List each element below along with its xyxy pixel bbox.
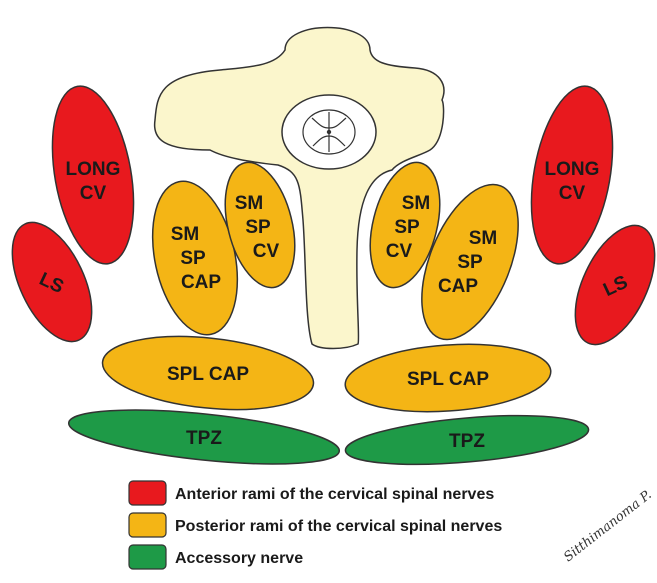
legend: Anterior rami of the cervical spinal ner…: [129, 481, 502, 569]
signature: Sitthimanoma P.: [561, 488, 654, 566]
long-cv-right-label-1: LONG: [545, 159, 600, 180]
long-cv-right-label-2: CV: [559, 183, 586, 204]
legend-label-posterior: Posterior rami of the cervical spinal ne…: [175, 518, 502, 535]
sm-sp-cv-left-label-1: SM: [235, 193, 264, 214]
long-cv-left-label-2: CV: [80, 183, 107, 204]
sm-sp-cv-left-label-3: CV: [253, 241, 280, 262]
tpz-left-label: TPZ: [186, 428, 222, 449]
sm-sp-cap-right-label-2: SP: [457, 252, 483, 273]
long-cv-left-label-1: LONG: [66, 159, 121, 180]
sm-sp-cv-right-label-2: SP: [394, 217, 420, 238]
tpz-right-label: TPZ: [449, 431, 485, 452]
legend-swatch-anterior: [129, 481, 166, 505]
spl-cap-left: SPL CAP: [99, 327, 317, 419]
spl-cap-right: SPL CAP: [343, 338, 553, 418]
legend-label-anterior: Anterior rami of the cervical spinal ner…: [175, 486, 494, 503]
spl-cap-right-label: SPL CAP: [407, 369, 489, 390]
spl-cap-left-label: SPL CAP: [167, 364, 249, 385]
sm-sp-cap-left-label-1: SM: [171, 224, 200, 245]
legend-label-accessory: Accessory nerve: [175, 550, 303, 567]
sm-sp-cap-left-label-2: SP: [180, 248, 206, 269]
tpz-left: TPZ: [66, 400, 341, 474]
sm-sp-cap-right-label-3: CAP: [438, 276, 478, 297]
sm-sp-cv-right-label-1: SM: [402, 193, 431, 214]
sm-sp-cap-left-label-3: CAP: [181, 272, 221, 293]
sm-sp-cv-left-label-2: SP: [245, 217, 271, 238]
spinal-cord: [282, 95, 376, 169]
legend-swatch-accessory: [129, 545, 166, 569]
sm-sp-cv-right-label-3: CV: [386, 241, 413, 262]
tpz-right: TPZ: [344, 407, 591, 472]
legend-swatch-posterior: [129, 513, 166, 537]
sm-sp-cap-right-label-1: SM: [469, 228, 498, 249]
